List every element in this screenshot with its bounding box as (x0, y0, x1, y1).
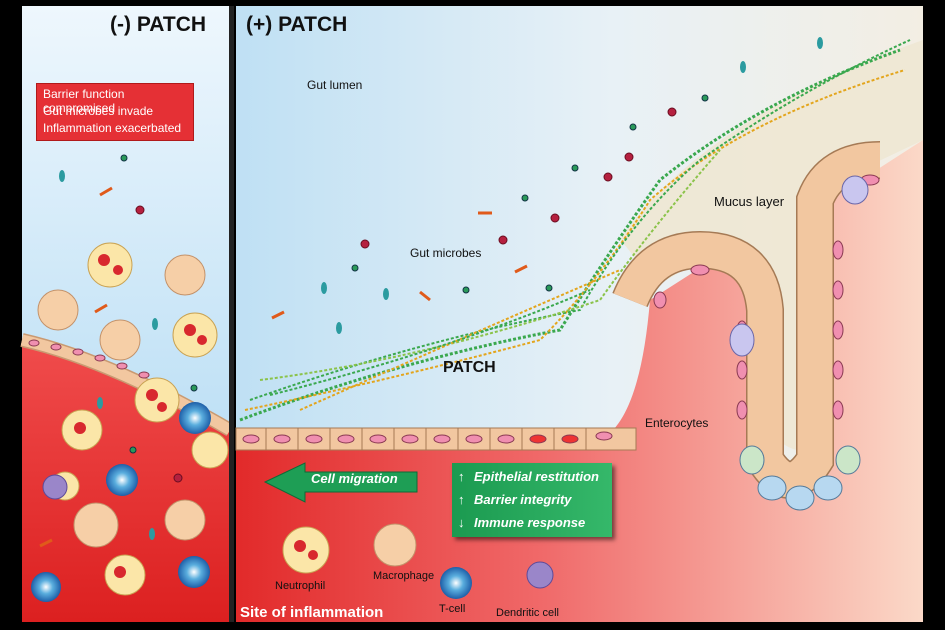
right-immune-cells (282, 523, 554, 599)
patch-fibers (239, 39, 911, 422)
enterocytes-label: Enterocytes (645, 416, 709, 430)
macrophage-label: Macrophage (373, 570, 435, 582)
gut-microbes-label: Gut microbes (410, 246, 482, 260)
site-of-inflammation-label: Site of inflammation (240, 604, 384, 621)
gut-lumen-label: Gut lumen (307, 78, 363, 92)
dendritic-cell (526, 561, 554, 589)
neutrophil-label: Neutrophil (275, 580, 326, 592)
cell-migration-label: Cell migration (311, 471, 398, 486)
t-cell-label: T-cell (439, 603, 466, 615)
warning-line: Inflammation exacerbated (43, 121, 182, 135)
t-cell (440, 567, 472, 599)
effects-box: ↑ Epithelial restitution ↑ Barrier integri… (452, 463, 612, 537)
panel-divider (229, 6, 234, 622)
patch-label: PATCH (443, 359, 496, 376)
warning-line: Barrier function compromised (43, 87, 125, 115)
microbes (39, 37, 823, 548)
effect-label: Immune response (474, 515, 586, 530)
macrophage-cell (373, 523, 417, 567)
effect-label: Barrier integrity (474, 492, 572, 507)
plus-patch-title: (+) PATCH (246, 13, 348, 36)
mucus-layer-label: Mucus layer (714, 194, 785, 209)
effect-arrow-icon: ↓ (458, 515, 465, 530)
dendritic-cell-label: Dendritic cell (496, 607, 559, 619)
effect-label: Epithelial restitution (474, 469, 599, 484)
effect-arrow-icon: ↑ (458, 469, 465, 484)
effect-arrow-icon: ↑ (458, 492, 465, 507)
minus-patch-title: (-) PATCH (110, 13, 207, 36)
warning-box: Barrier function compromised Gut microbe… (36, 83, 194, 141)
neutrophil-cell (282, 526, 330, 574)
epithelium-flat (235, 427, 637, 451)
crypt (612, 141, 881, 511)
left-immune-cells (31, 242, 229, 602)
warning-line: Gut microbes invade (43, 104, 154, 118)
migration-arrow (263, 462, 418, 503)
